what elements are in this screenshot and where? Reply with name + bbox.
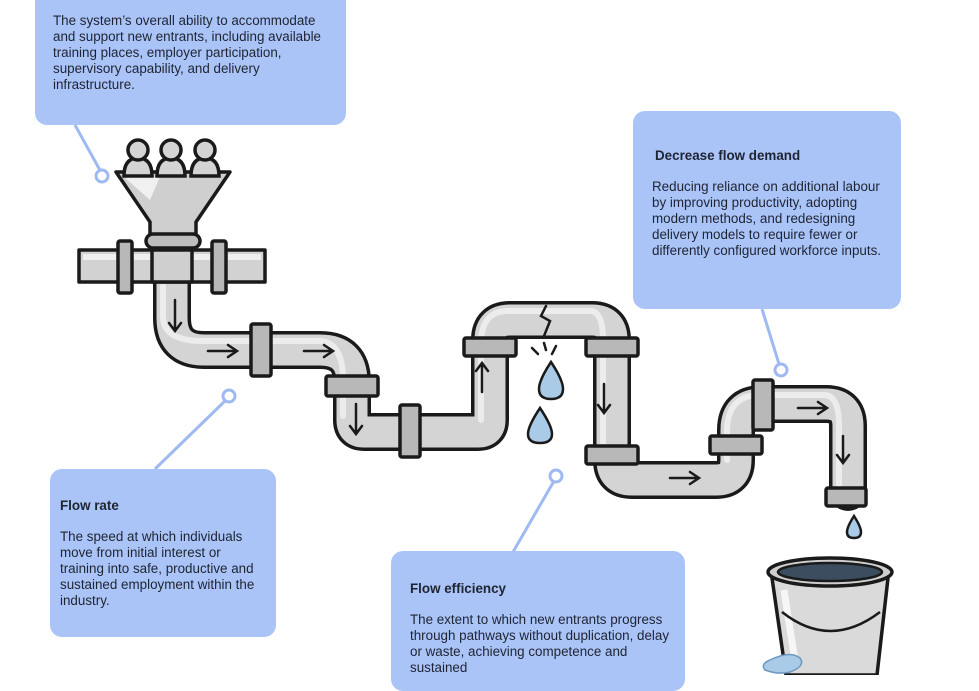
card-decrease-flow-demand-title: Decrease flow demand — [655, 148, 801, 163]
pipe-outlet — [824, 486, 868, 508]
connector-efficiency — [511, 468, 564, 553]
crack-icon — [530, 304, 558, 356]
card-system-capacity-body: The system’s overall ability to accommod… — [53, 13, 321, 92]
arrow-icon — [167, 298, 851, 486]
people-icon — [122, 138, 221, 178]
card-flow-efficiency-title: Flow efficiency — [410, 581, 506, 596]
connector-capacity — [73, 124, 110, 184]
connector-demand — [760, 308, 789, 378]
card-decrease-flow-demand-body: Reducing reliance on additional labour b… — [652, 179, 882, 258]
card-flow-rate: Flow rate The speed at which individuals… — [50, 469, 276, 637]
funnel-icon — [114, 170, 232, 250]
card-flow-rate-body: The speed at which individuals move from… — [60, 529, 255, 608]
card-flow-efficiency-body: The extent to which new entrants progres… — [410, 612, 670, 675]
card-flow-efficiency: Flow efficiency The extent to which new … — [391, 551, 685, 691]
water-drop-icon — [526, 359, 863, 540]
card-decrease-flow-demand: Decrease flow demand Reducing reliance o… — [633, 111, 901, 309]
card-system-capacity: The system’s overall ability to accommod… — [35, 0, 346, 125]
card-flow-rate-title: Flow rate — [60, 498, 119, 513]
bucket-icon — [766, 556, 894, 675]
pipeline-diagram — [73, 124, 894, 675]
pipe-network — [77, 239, 868, 511]
water-puddle-icon — [762, 653, 803, 674]
connector-rate — [153, 388, 237, 471]
